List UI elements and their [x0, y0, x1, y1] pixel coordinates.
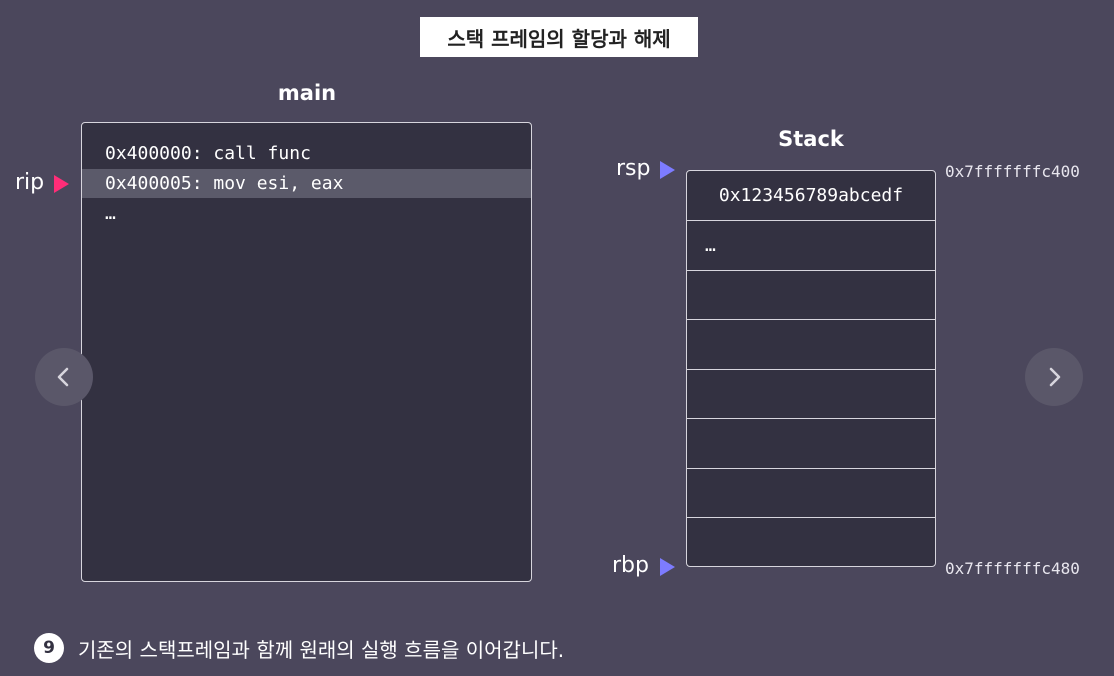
stack-cell: [687, 270, 935, 320]
stack-label: Stack: [778, 127, 844, 151]
chevron-left-icon: [57, 367, 69, 387]
step-number-badge: 9: [34, 633, 64, 663]
code-line: 0x400000: call func: [105, 143, 311, 164]
stack-diagram: 0x123456789abcedf …: [686, 170, 936, 567]
stack-cell: [687, 468, 935, 518]
code-line-current: 0x400005: mov esi, eax: [82, 169, 531, 198]
rip-label: rip: [15, 170, 45, 195]
caption-text: 기존의 스택프레임과 함께 원래의 실행 흐름을 이어갑니다.: [78, 637, 565, 662]
rsp-label: rsp: [616, 156, 651, 181]
stack-cell: [687, 518, 935, 566]
stack-top-address: 0x7fffffffc400: [945, 162, 1080, 181]
stack-cell: [687, 320, 935, 370]
rbp-pointer-icon: [660, 558, 675, 576]
step-caption: 9 기존의 스택프레임과 함께 원래의 실행 흐름을 이어갑니다.: [34, 631, 564, 665]
main-panel-label: main: [277, 81, 337, 105]
rsp-pointer-icon: [660, 161, 675, 179]
stack-bottom-address: 0x7fffffffc480: [945, 559, 1080, 578]
next-slide-button[interactable]: [1025, 348, 1083, 406]
prev-slide-button[interactable]: [35, 348, 93, 406]
chevron-right-icon: [1049, 367, 1061, 387]
stack-cell: 0x123456789abcedf: [687, 171, 935, 221]
stack-cell: …: [687, 221, 935, 271]
rbp-label: rbp: [612, 553, 649, 578]
stack-cell: [687, 369, 935, 419]
rip-pointer-icon: [54, 175, 69, 193]
stack-cell: [687, 419, 935, 469]
code-line: …: [105, 203, 116, 224]
main-code-panel: 0x400000: call func 0x400005: mov esi, e…: [81, 122, 532, 582]
slide-title: 스택 프레임의 할당과 해제: [420, 17, 698, 57]
